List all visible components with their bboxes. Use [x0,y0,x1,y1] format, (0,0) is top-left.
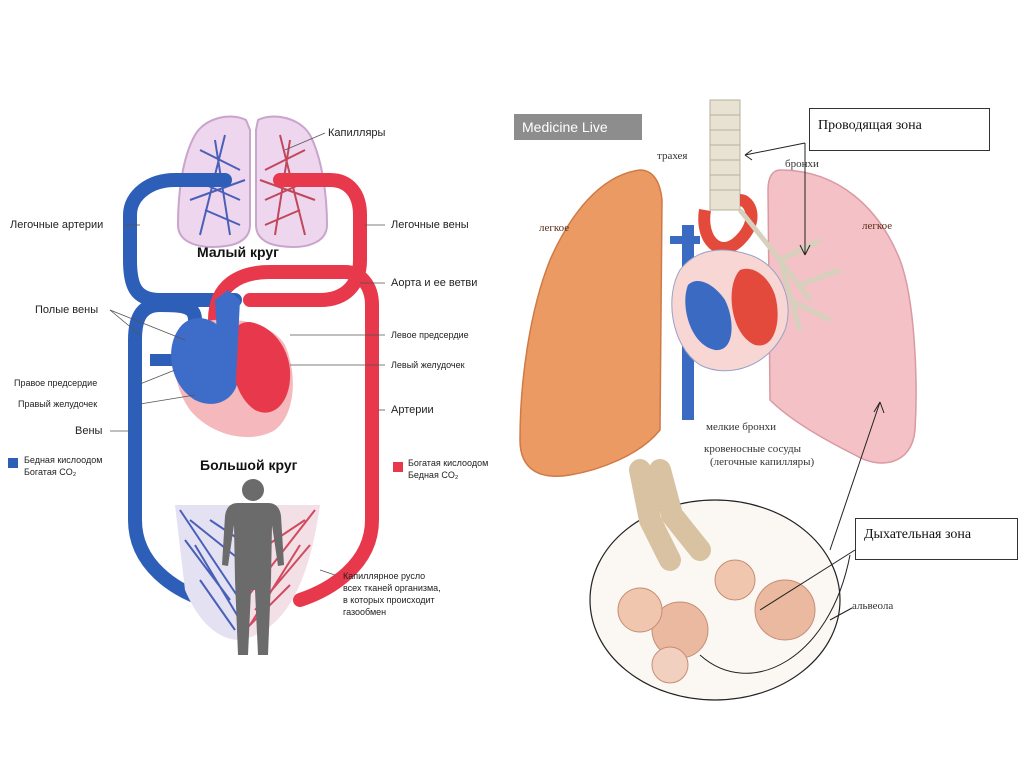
label-lung-right: легкое [862,220,893,232]
label-lung-left: легкое [539,222,570,234]
respiratory-zone-box: Дыхательная зона [855,518,1018,560]
legend-poor-line2: Богатая CO₂ [24,467,77,477]
label-big-circle: Большой круг [200,457,298,473]
legend-arterial-swatch [393,462,403,472]
bronchial-tree [738,208,841,331]
label-vena-cava: Полые вены [35,304,99,316]
heart-shape [171,290,293,438]
label-left-ventricle: Левый желудочек [391,360,465,370]
label-pulmonary-arteries: Легочные артерии [10,219,104,231]
label-arteries: Артерии [391,404,434,416]
vena-cava-vessel [128,297,212,607]
label-right-ventricle: Правый желудочек [18,399,98,409]
legend-rich-line2: Бедная CO₂ [408,470,459,480]
label-bronchi: бронхи [785,158,819,170]
pulmonary-vein-vessel [243,173,367,307]
trachea-shape [709,99,741,211]
legend-poor-line1: Бедная кислоодом [24,455,103,465]
pulmonary-artery-vessel [123,173,242,307]
label-capillary-bed-3: в которых происходит [343,595,435,605]
label-capillary-bed-1: Капиллярное русло [343,571,426,581]
label-trachea: трахея [657,150,688,162]
respiratory-leader-lines [699,142,885,674]
alveoli-clusters [617,559,816,684]
label-capillary-bed-2: всех тканей организма, [343,583,441,593]
label-aorta: Аорта и ее ветви [391,277,478,289]
label-pulmonary-veins: Легочные вены [391,219,469,231]
label-small-circle: Малый круг [197,244,279,260]
heart-center-shape [671,249,789,372]
legend-rich-line1: Богатая кислоодом [408,458,489,468]
label-small-bronchi: мелкие бронхи [706,421,777,433]
label-veins: Вены [75,425,103,437]
circulation-leader-lines [109,132,385,576]
label-left-atrium: Левое предсердие [391,330,469,340]
label-blood-vessels-1: кровеносные сосуды [704,443,801,455]
label-capillaries: Капилляры [328,127,386,139]
label-alveola: альвеола [852,600,894,612]
alveoli-magnified [589,499,841,701]
label-right-atrium: Правое предсердие [14,378,98,388]
human-silhouette [222,479,284,655]
aorta-vessel [208,265,379,607]
conducting-zone-box: Проводящая зона [809,108,990,151]
label-blood-vessels-2: (легочные капилляры) [710,456,815,468]
left-lung-shape [519,169,663,477]
right-lung-shape [767,169,917,464]
watermark: Medicine Live [514,114,642,140]
legend-venous-swatch [8,458,18,468]
label-capillary-bed-4: газообмен [343,607,387,617]
